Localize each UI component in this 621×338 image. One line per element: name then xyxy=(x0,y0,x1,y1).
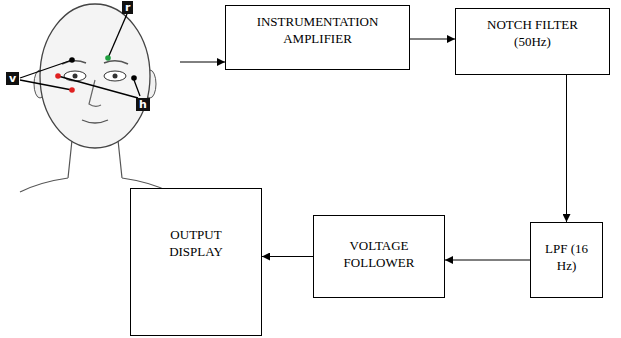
process-box: OUTPUT DISPLAY xyxy=(130,188,262,336)
electrode-dot xyxy=(69,57,75,63)
nose xyxy=(89,80,101,106)
flow-arrow xyxy=(410,39,455,40)
process-box: VOLTAGE FOLLOWER xyxy=(313,215,445,298)
box-label: OUTPUT DISPLAY xyxy=(151,227,241,261)
head-outline xyxy=(40,4,150,148)
signal-arrow xyxy=(180,62,225,63)
flow-arrow xyxy=(445,260,530,261)
electrode-label: v xyxy=(6,72,19,85)
process-box: INSTRUMENTATION AMPLIFIER xyxy=(225,5,410,70)
leader-line xyxy=(108,14,127,58)
electrode-dot xyxy=(55,73,61,79)
electrode-dot xyxy=(105,55,111,61)
box-label: INSTRUMENTATION AMPLIFIER xyxy=(235,14,400,48)
left-pupil xyxy=(73,74,78,79)
box-label: LPF (16 Hz) xyxy=(538,241,596,275)
electrode-dot xyxy=(69,87,75,93)
electrode-dot xyxy=(131,75,137,81)
left-eye xyxy=(64,71,86,81)
right-pupil xyxy=(113,74,118,79)
leader-line xyxy=(58,76,140,98)
flow-arrow xyxy=(566,75,567,222)
leader-line xyxy=(20,60,72,90)
process-box: LPF (16 Hz) xyxy=(530,222,603,298)
right-eye xyxy=(104,71,126,81)
electrode-label: r xyxy=(122,1,133,14)
box-label: VOLTAGE FOLLOWER xyxy=(332,238,427,272)
electrode-label: h xyxy=(136,98,150,111)
box-label: NOTCH FILTER (50Hz) xyxy=(480,17,585,51)
flow-arrow xyxy=(262,256,313,257)
mouth xyxy=(82,120,108,123)
process-box: NOTCH FILTER (50Hz) xyxy=(455,8,610,75)
